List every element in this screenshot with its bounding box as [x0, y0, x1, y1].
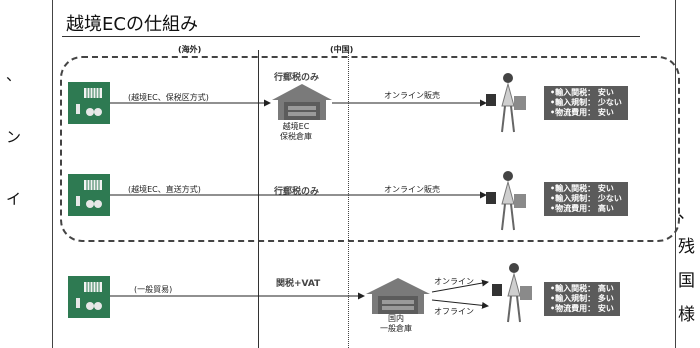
border-line-overseas: [258, 50, 259, 348]
cross-border-ec-group: [60, 56, 680, 242]
route-label-general: (一般貿易): [134, 285, 173, 294]
warehouse-label-line: 越境EC: [282, 122, 310, 131]
page-title: 越境ECの仕組み: [66, 14, 198, 35]
info-line: •輸入規制： 少ない: [550, 194, 622, 203]
warehouse-label-line: 保税倉庫: [280, 132, 312, 141]
info-line: •輸入規制： 少ない: [550, 98, 622, 107]
border-line-china: [348, 50, 349, 348]
info-line: •輸入関税： 高い: [550, 284, 614, 293]
title-underline: [62, 36, 640, 37]
sales-label-row2: オンライン販売: [384, 185, 440, 194]
sales-label-row1: オンライン販売: [384, 91, 440, 100]
info-line: •輸入関税： 安い: [550, 184, 614, 193]
shopper-icon: [486, 73, 526, 133]
sales-label-offline: オフライン: [434, 307, 474, 316]
side-char: ン: [6, 128, 22, 146]
factory-icon: [68, 174, 110, 216]
side-char: 、: [6, 66, 22, 84]
info-line: •物流費用： 安い: [550, 108, 614, 117]
tax-label-row3: 関税+VAT: [276, 279, 321, 289]
factory-icon: [68, 82, 110, 124]
info-box-row3: •輸入関税： 高い •輸入規制： 多い •物流費用： 安い: [544, 282, 620, 316]
info-line: •輸入規制： 多い: [550, 294, 614, 303]
info-box-row2: •輸入関税： 安い •輸入規制： 少ない •物流費用： 高い: [544, 182, 628, 216]
warehouse-icon: [366, 278, 430, 314]
info-line: •輸入関税： 安い: [550, 88, 614, 97]
side-char: 残: [678, 237, 695, 257]
route-label-bonded: (越境EC、保税区方式): [128, 93, 209, 102]
shopper-icon: [486, 171, 526, 231]
side-char: 国: [678, 271, 695, 291]
side-text-left: 、 ン イ: [6, 66, 22, 208]
route-label-direct: (越境EC、直送方式): [128, 185, 201, 194]
side-text-right: 、 残 国 様: [678, 196, 695, 332]
side-char: イ: [6, 190, 22, 208]
warehouse-label-line: 国内: [388, 314, 404, 323]
warehouse-label-line: 一般倉庫: [380, 324, 412, 333]
side-char: 、: [678, 203, 695, 223]
slide-frame: [52, 0, 676, 348]
factory-icon: [68, 276, 110, 318]
region-china: (中国): [330, 45, 354, 54]
tax-label-row1: 行郵税のみ: [274, 73, 320, 83]
region-overseas: (海外): [178, 45, 202, 54]
info-line: •物流費用： 高い: [550, 204, 614, 213]
info-box-row1: •輸入関税： 安い •輸入規制： 少ない •物流費用： 安い: [544, 86, 628, 120]
warehouse-label-domestic: 国内 一般倉庫: [380, 314, 412, 334]
sales-label-online: オンライン: [434, 277, 474, 286]
info-line: •物流費用： 安い: [550, 304, 614, 313]
shopper-icon: [492, 263, 532, 323]
warehouse-label-bonded: 越境EC 保税倉庫: [280, 122, 312, 142]
tax-label-row2: 行郵税のみ: [274, 187, 320, 197]
arrow-online: [431, 279, 489, 293]
warehouse-icon: [272, 84, 332, 120]
arrow-offline: [431, 299, 489, 309]
side-char: 様: [678, 305, 695, 325]
